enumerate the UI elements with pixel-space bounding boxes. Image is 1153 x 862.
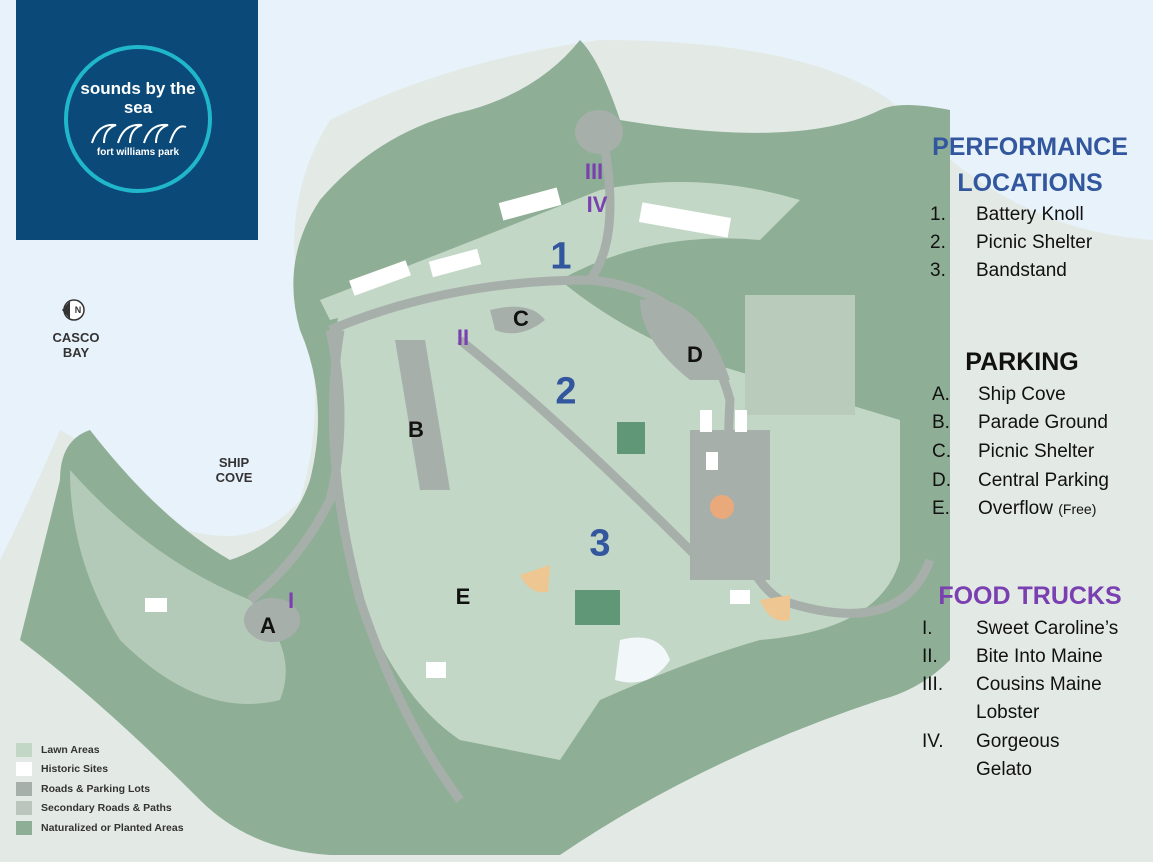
map-marker-iii[interactable]: III	[584, 159, 604, 184]
legend-item: Naturalized or Planted Areas	[16, 818, 184, 838]
performance-heading: PERFORMANCE	[932, 133, 1128, 161]
map-marker-d[interactable]: D	[687, 342, 703, 367]
parking-lot-a	[244, 598, 300, 642]
historic-sites	[145, 187, 750, 678]
logo-subtitle: fort williams park	[96, 147, 180, 158]
pond	[615, 637, 670, 683]
tennis-court	[575, 590, 620, 625]
map-marker-e[interactable]: E	[455, 584, 471, 609]
map-marker-2[interactable]: 2	[555, 370, 577, 413]
logo-title: sounds by the sea	[80, 79, 196, 117]
lawn-area	[70, 470, 286, 704]
legend-swatch	[16, 801, 32, 816]
map-marker-c[interactable]: C	[513, 306, 529, 331]
parking-lot-c	[490, 306, 545, 334]
legend-item: Lawn Areas	[16, 740, 184, 760]
map-marker-1[interactable]: 1	[550, 235, 572, 278]
legend-item: Historic Sites	[16, 760, 184, 780]
waves-icon	[91, 123, 187, 144]
compass-icon	[62, 299, 85, 321]
sports-field	[745, 295, 855, 415]
legend-swatch	[16, 781, 32, 796]
performance-heading: LOCATIONS	[957, 169, 1103, 197]
parking-lot-b	[395, 340, 450, 490]
map-legend: Lawn Areas Historic Sites Roads & Parkin…	[16, 740, 184, 838]
tennis-court	[617, 422, 645, 454]
battery-knoll-circle	[575, 110, 623, 154]
performance-locations-panel: PERFORMANCE LOCATIONS	[920, 129, 1140, 201]
map-marker-i[interactable]: I	[287, 588, 295, 613]
legend-swatch	[16, 742, 32, 757]
parking-heading: PARKING	[965, 348, 1079, 376]
legend-swatch	[16, 762, 32, 777]
parking-lot-d	[640, 299, 730, 380]
legend-item: Secondary Roads & Paths	[16, 799, 184, 819]
map-marker-iv[interactable]: IV	[586, 192, 608, 217]
ball-field	[760, 595, 790, 621]
food-trucks-panel: FOOD TRUCKS	[920, 578, 1140, 614]
parking-panel: PARKING	[912, 344, 1132, 380]
map-marker-ii[interactable]: II	[456, 325, 470, 350]
ball-field	[520, 565, 550, 593]
north-label: N	[74, 305, 82, 315]
map-marker-3[interactable]: 3	[589, 522, 611, 565]
food-trucks-heading: FOOD TRUCKS	[938, 582, 1122, 610]
water	[0, 0, 1153, 560]
ball-field	[710, 495, 734, 519]
logo: sounds by the sea fort williams park	[16, 0, 258, 240]
map-marker-a[interactable]: A	[260, 613, 276, 638]
legend-item: Roads & Parking Lots	[16, 779, 184, 799]
map-marker-b[interactable]: B	[408, 417, 424, 442]
legend-swatch	[16, 820, 32, 835]
